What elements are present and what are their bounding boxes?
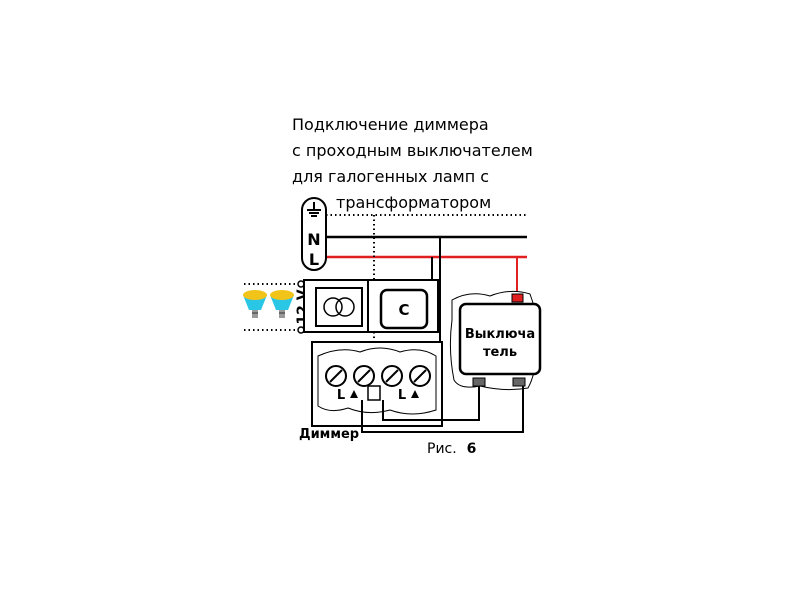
figure-number: 6 bbox=[467, 441, 477, 457]
screw-terminal-icon bbox=[381, 365, 403, 387]
screw-terminal-icon bbox=[353, 365, 375, 387]
switch-label-line-2: тель bbox=[483, 345, 517, 360]
dimmer-label: Диммер bbox=[299, 427, 359, 442]
transformer-icon bbox=[315, 287, 363, 327]
line-label: L bbox=[309, 250, 319, 269]
dimmer-switch-wire-2 bbox=[382, 386, 480, 421]
capacitor-label: C bbox=[398, 301, 409, 319]
dimmer-terminal-arrow-2 bbox=[411, 390, 419, 398]
figure-prefix: Рис. bbox=[427, 441, 457, 457]
switch-bottom-terminal-right bbox=[512, 377, 526, 387]
neutral-label: N bbox=[307, 230, 320, 249]
dimmer-terminal-l-2: L bbox=[398, 388, 406, 403]
title-line-4: трансформатором bbox=[336, 193, 492, 212]
capacitor: C bbox=[379, 288, 429, 330]
title-line-1: Подключение диммера bbox=[292, 115, 489, 134]
switch-label-line-1: Выключа bbox=[465, 327, 535, 342]
dimmer-terminal-arrow-1 bbox=[350, 390, 358, 398]
title-line-2: с проходным выключателем bbox=[292, 141, 533, 160]
dimmer-switch-wire-1 bbox=[361, 386, 524, 433]
switch-bottom-terminal-left bbox=[472, 377, 486, 387]
dimmer-bridge bbox=[367, 385, 381, 401]
dimmer-terminal-l-1: L bbox=[337, 388, 345, 403]
dimmer-wall-cutout bbox=[317, 347, 437, 415]
mains-terminal-block: N L bbox=[301, 197, 327, 271]
figure-caption: Рис. 6 bbox=[427, 441, 476, 457]
screw-terminal-icon bbox=[325, 365, 347, 387]
title-line-3: для галогенных ламп с bbox=[292, 167, 490, 186]
diagram-title: Подключение диммера с проходным выключат… bbox=[292, 112, 533, 216]
ground-icon bbox=[307, 202, 321, 217]
switch-top-terminal bbox=[511, 293, 524, 303]
halogen-lamp-icon bbox=[243, 290, 267, 318]
switch: Выключа тель bbox=[458, 293, 542, 387]
screw-terminal-icon bbox=[409, 365, 431, 387]
halogen-lamp-icon bbox=[270, 290, 294, 318]
